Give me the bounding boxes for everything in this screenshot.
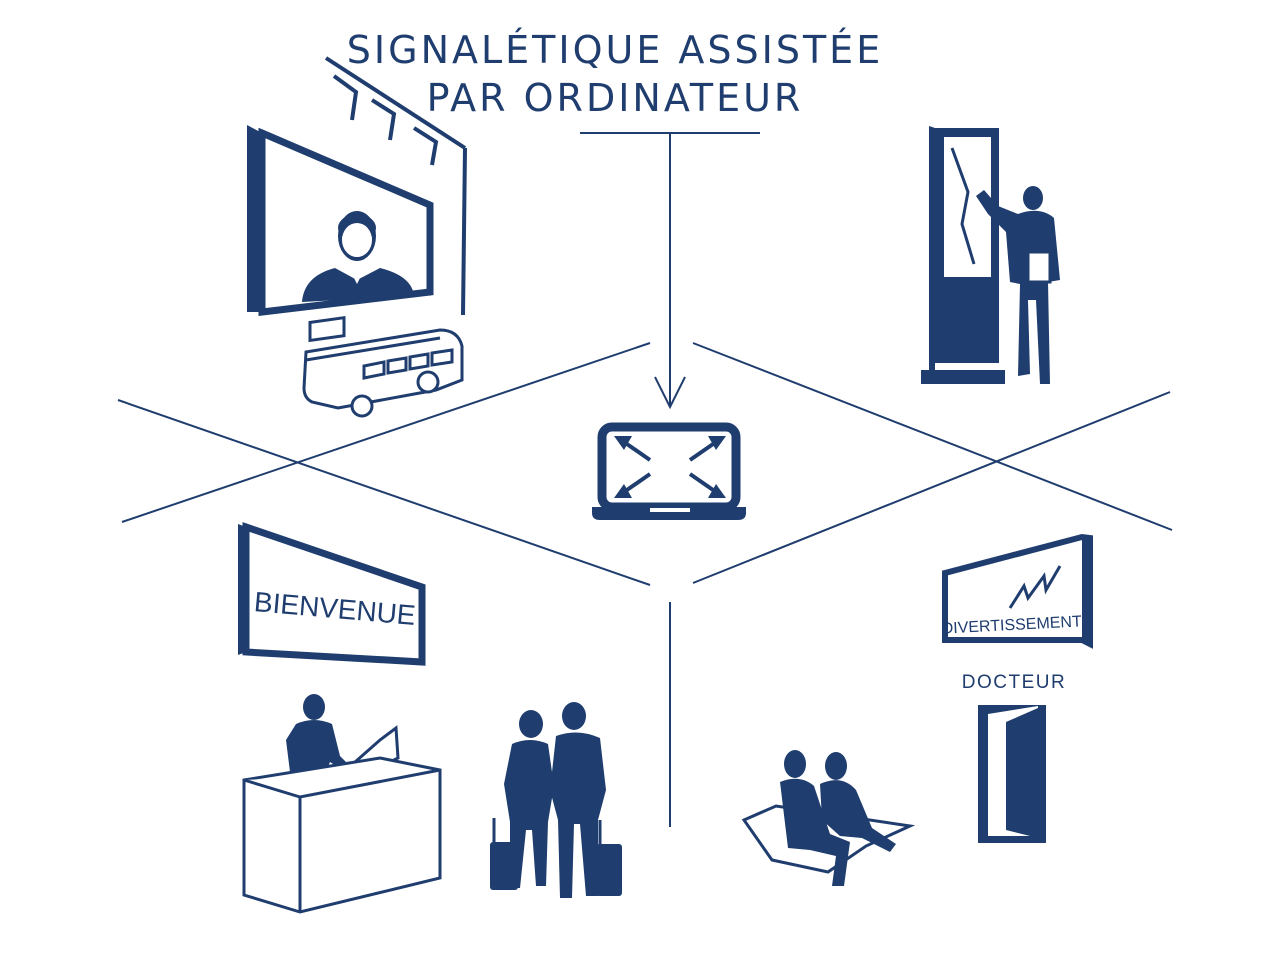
connector-lines bbox=[117, 132, 1173, 827]
travellers-icon bbox=[490, 702, 622, 898]
arrow-head-icon bbox=[654, 376, 686, 410]
trend-line-icon bbox=[1008, 565, 1062, 609]
welcome-sign-text: BIENVENUE bbox=[253, 586, 417, 631]
doctor-label: DOCTEUR bbox=[962, 672, 1066, 693]
welcome-sign: BIENVENUE bbox=[238, 522, 426, 666]
line-left-upper bbox=[121, 342, 651, 523]
diagram-title-line-1: SIGNALÉTIQUE ASSISTÉE bbox=[346, 28, 884, 72]
entertainment-sign: DIVERTISSEMENT bbox=[941, 533, 1093, 649]
receptionist-icon bbox=[286, 694, 352, 774]
seated-people-icon bbox=[780, 750, 896, 886]
entertainment-sign-text: DIVERTISSEMENT bbox=[941, 613, 1082, 637]
laptop-expand-icon bbox=[592, 422, 746, 520]
door-icon bbox=[978, 705, 1046, 843]
interactive-kiosk-icon bbox=[921, 126, 1060, 384]
diagram-title-line-2: PAR ORDINATEUR bbox=[426, 76, 804, 120]
line-left-lower bbox=[117, 399, 651, 586]
bus-icon bbox=[302, 315, 464, 418]
businessman-icon bbox=[976, 186, 1060, 384]
line-right-upper bbox=[692, 342, 1173, 531]
line-right-lower bbox=[692, 391, 1171, 584]
waiting-area-icon bbox=[741, 750, 916, 886]
reception-desk-icon bbox=[242, 694, 442, 914]
video-screen-person-icon bbox=[247, 56, 467, 316]
